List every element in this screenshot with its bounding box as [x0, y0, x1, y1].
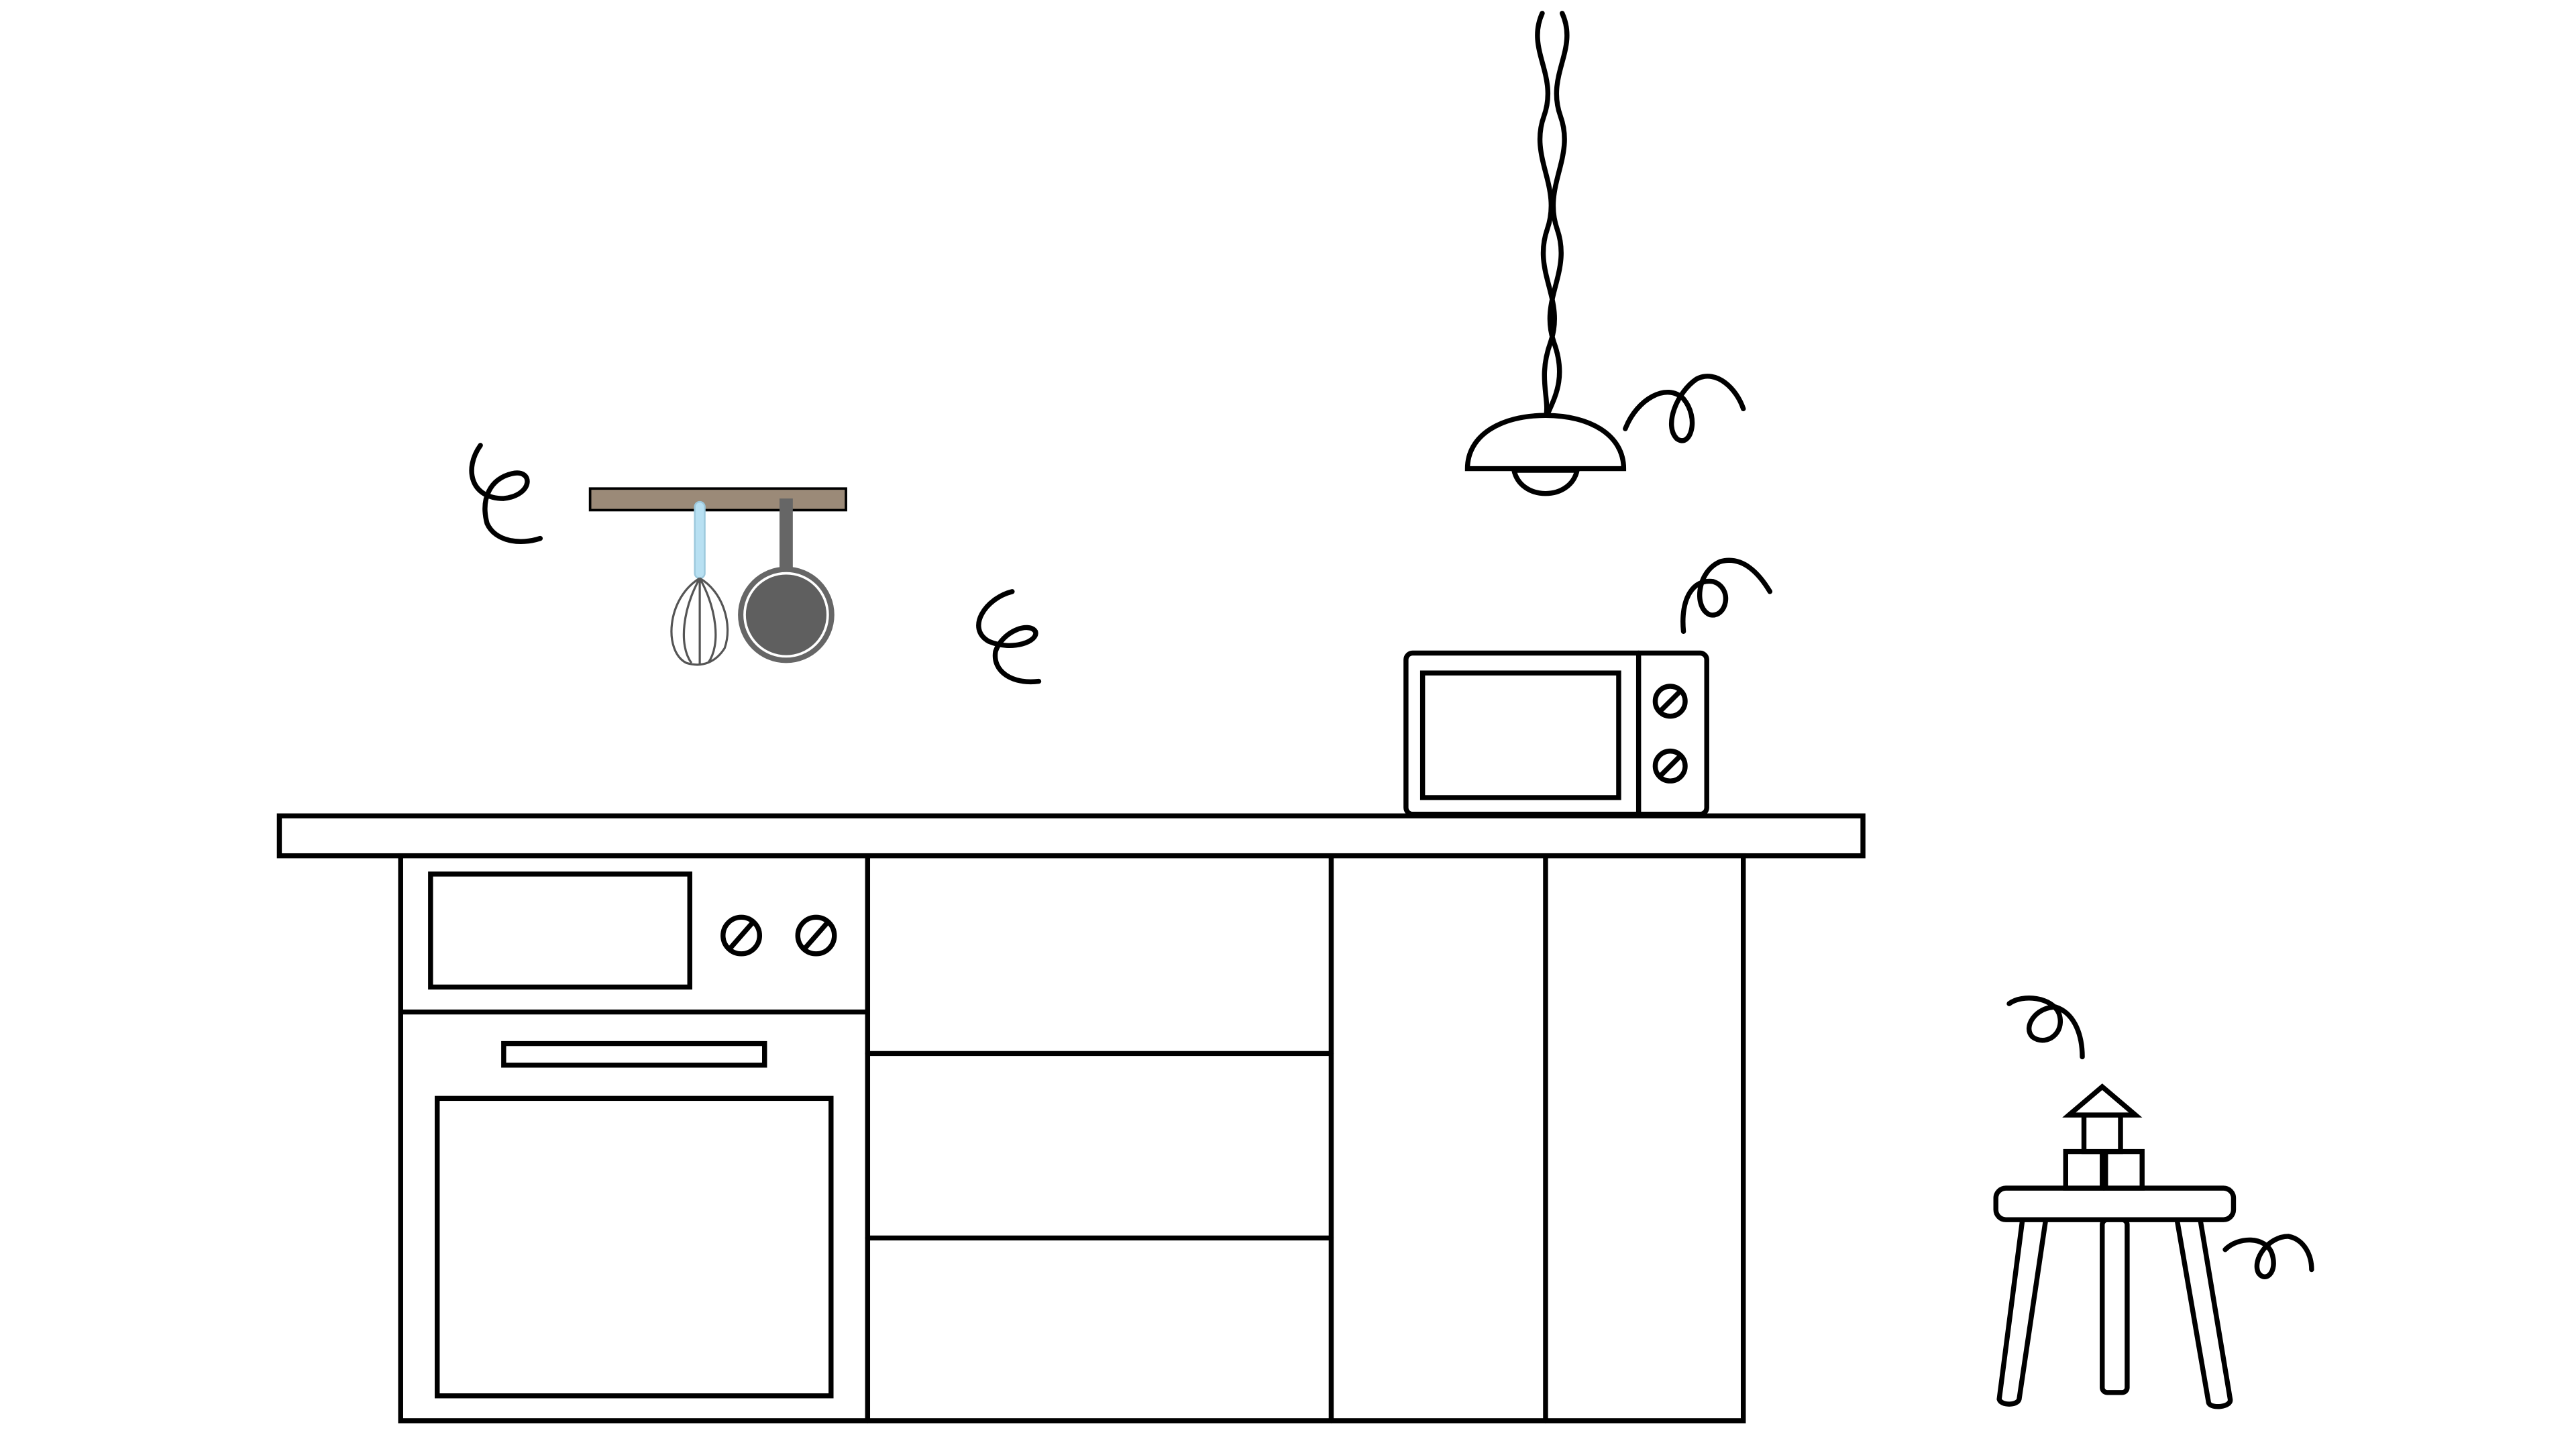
lamp-cord-left — [1535, 11, 1557, 421]
toy-block — [2063, 1148, 2105, 1191]
fly-squiggle-icon — [1623, 374, 1746, 443]
wall-rack-icon — [588, 487, 847, 512]
whisk-icon — [670, 500, 729, 666]
fly-squiggle-icon — [2006, 996, 2085, 1060]
stool-seat — [1993, 1185, 2237, 1222]
lamp-cord-right — [1543, 11, 1570, 421]
rack-bar — [588, 487, 847, 512]
microwave-icon — [1403, 650, 1709, 817]
fly-squiggle-icon — [469, 443, 543, 544]
lamp-bulb — [1511, 468, 1580, 496]
fly-squiggle-icon — [1680, 557, 1773, 634]
whisk-handle — [694, 500, 706, 580]
pendant-lamp-icon — [1464, 11, 1627, 496]
pan-handle — [780, 498, 793, 572]
stool-icon — [1993, 1185, 2237, 1409]
whisk-wires — [670, 577, 729, 666]
toy-blocks-icon — [2062, 1083, 2145, 1191]
stool-leg-right — [2174, 1217, 2233, 1409]
oven-display — [428, 871, 692, 990]
countertop — [276, 813, 1866, 859]
lamp-shade — [1464, 413, 1627, 472]
fly-squiggle-icon — [2222, 1234, 2314, 1279]
oven-door[interactable] — [435, 1095, 834, 1399]
frying-pan-icon — [738, 498, 835, 663]
pan-rim — [743, 572, 829, 658]
knob-mark — [727, 920, 756, 952]
stool-leg-middle — [2100, 1217, 2130, 1395]
cabinet-door-left[interactable] — [1334, 859, 1542, 1417]
oven-handle[interactable] — [501, 1040, 767, 1068]
microwave-window — [1419, 670, 1621, 800]
oven-icon — [398, 871, 871, 1399]
toy-block-roof — [2062, 1083, 2143, 1118]
stool-leg-left — [1996, 1217, 2049, 1407]
drawer-bottom[interactable] — [871, 1241, 1328, 1417]
toy-block — [2102, 1148, 2145, 1191]
knob-mark — [1658, 688, 1683, 714]
drawer-top[interactable] — [871, 859, 1328, 1051]
knob-mark — [1658, 753, 1683, 779]
fly-squiggle-icon — [976, 589, 1042, 685]
knob-mark — [802, 920, 830, 952]
cabinet-door-right[interactable] — [1549, 859, 1740, 1417]
drawer-middle[interactable] — [871, 1057, 1328, 1234]
toy-block — [2081, 1112, 2123, 1155]
